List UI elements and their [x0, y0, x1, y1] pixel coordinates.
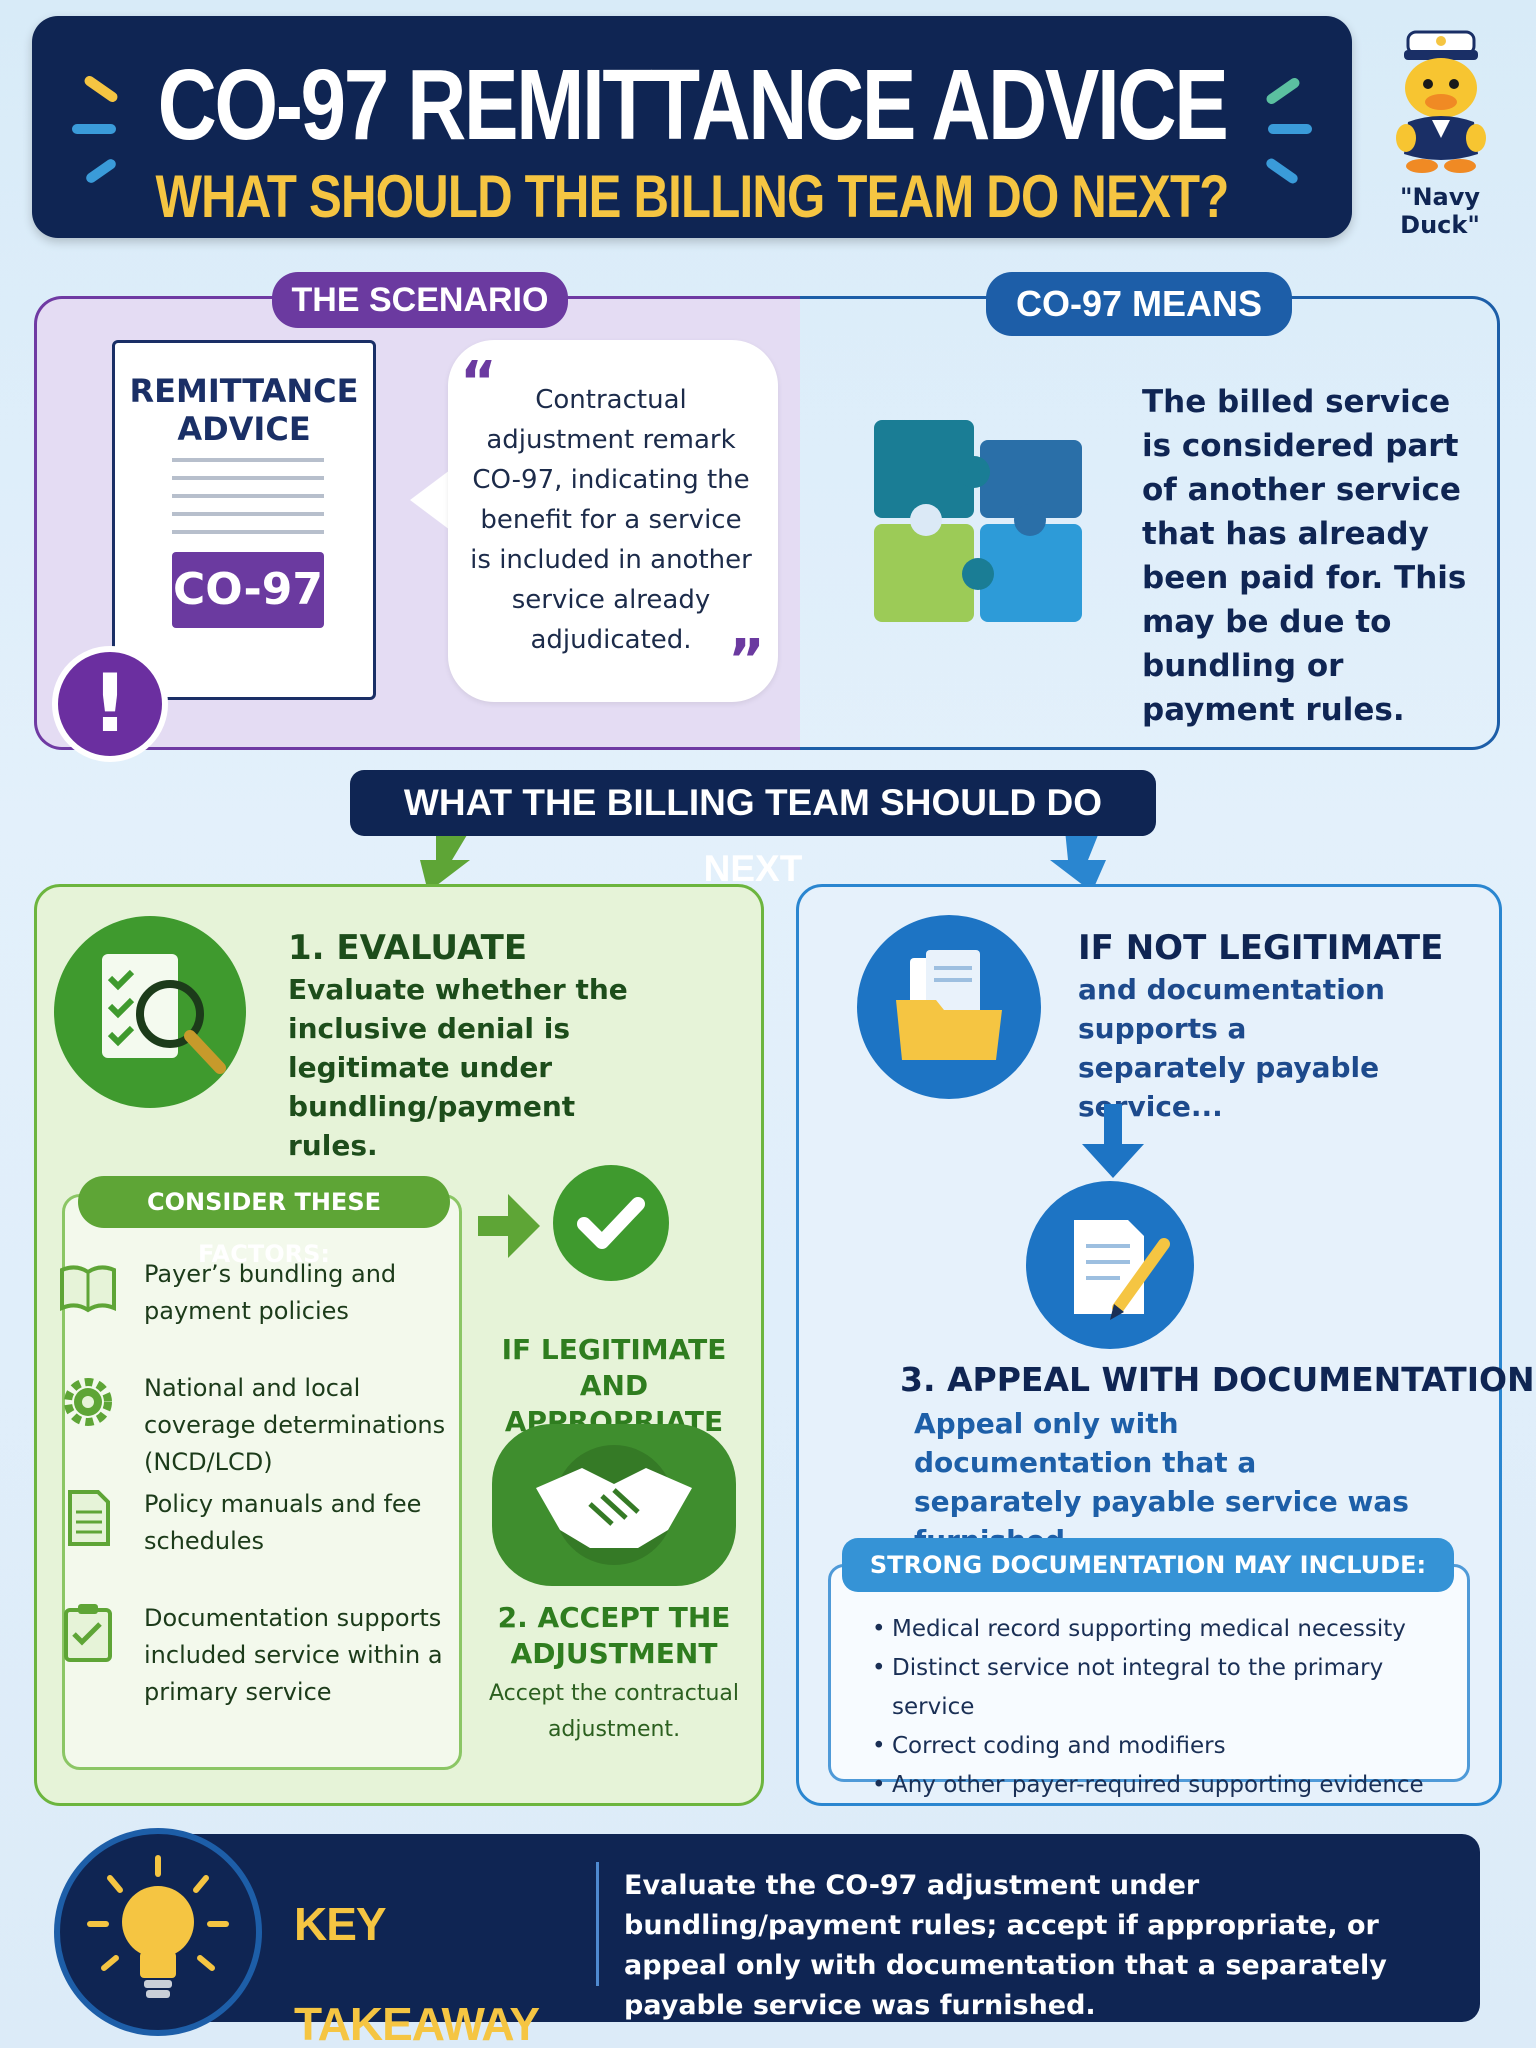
accept-title: 2. ACCEPT THE ADJUSTMENT	[497, 1601, 731, 1670]
checklist-magnifier-icon	[54, 916, 246, 1108]
takeaway-text: Evaluate the CO-97 adjustment under bund…	[624, 1870, 1387, 2021]
document-icon	[68, 1490, 110, 1546]
lightbulb-icon	[87, 1855, 229, 1998]
burst-line-icon	[1264, 156, 1300, 186]
clipboard-check-icon	[64, 1604, 112, 1662]
factor-item: Payer’s bundling and payment policies	[144, 1260, 397, 1325]
documentation-list: Medical record supporting medical necess…	[872, 1610, 1462, 1805]
takeaway-banner	[120, 1834, 1480, 2022]
burst-line-icon	[72, 124, 116, 134]
not-legitimate-description: and documentation supports a separately …	[1078, 973, 1385, 1123]
alert-icon: !	[52, 646, 168, 762]
quote-close-icon: ”	[728, 628, 765, 693]
mascot-caption: "Navy Duck"	[1399, 183, 1481, 239]
right-arrow-icon	[478, 1194, 540, 1258]
document-title: REMITTANCE ADVICE	[129, 372, 359, 448]
list-item: Any other payer-required supporting evid…	[872, 1766, 1462, 1805]
list-item: Distinct service not integral to the pri…	[872, 1649, 1462, 1727]
takeaway-label: KEY TAKEAWAY	[294, 1898, 540, 2048]
down-arrow-icon	[1082, 1104, 1144, 1178]
puzzle-icon	[874, 420, 1082, 622]
factor-item: Policy manuals and fee schedules	[144, 1490, 422, 1555]
gear-icon	[64, 1378, 112, 1426]
burst-line-icon	[82, 74, 120, 104]
checkmark-icon	[553, 1165, 669, 1281]
speech-bubble	[448, 340, 778, 702]
accept-description: Accept the contractual adjustment.	[489, 1681, 739, 1742]
header-banner: CO-97 REMITTANCE ADVICE WHAT SHOULD THE …	[32, 16, 1352, 238]
burst-line-icon	[1264, 76, 1302, 106]
handshake-icon	[492, 1424, 736, 1586]
factors-label: CONSIDER THESE FACTORS:	[78, 1176, 450, 1268]
lightbulb-badge	[54, 1828, 262, 2036]
appeal-description: Appeal only with documentation that a se…	[914, 1407, 1409, 1557]
evaluate-title: 1. EVALUATE	[288, 928, 528, 968]
quote-open-icon: “	[460, 350, 497, 415]
means-label: CO-97 MEANS	[986, 272, 1292, 336]
scenario-quote: Contractual adjustment remark CO-97, ind…	[470, 385, 752, 655]
document-line	[172, 512, 324, 516]
burst-line-icon	[84, 157, 118, 185]
page-title: CO-97 REMITTANCE ADVICE	[157, 49, 1229, 161]
not-legitimate-title: IF NOT LEGITIMATE	[1078, 928, 1444, 968]
document-line	[172, 458, 324, 462]
book-icon	[60, 1265, 116, 1313]
means-description: The billed service is considered part of…	[1142, 384, 1467, 728]
remittance-document-icon	[112, 340, 376, 700]
factors-box	[62, 1194, 462, 1770]
document-pencil-icon	[1026, 1181, 1194, 1349]
appeal-title: 3. APPEAL WITH DOCUMENTATION	[900, 1360, 1535, 1399]
page-subtitle: WHAT SHOULD THE BILLING TEAM DO NEXT?	[155, 163, 1230, 230]
folder-icon	[857, 915, 1041, 1099]
factor-item: Documentation supports included service …	[144, 1604, 443, 1706]
document-line	[172, 476, 324, 480]
next-steps-label: WHAT THE BILLING TEAM SHOULD DO NEXT	[350, 770, 1156, 889]
scenario-label: THE SCENARIO	[272, 272, 568, 328]
document-line	[172, 494, 324, 498]
divider	[596, 1862, 599, 1986]
branch-arrows-icon	[420, 820, 1106, 892]
remark-code-badge: CO-97	[172, 552, 324, 628]
factor-item: National and local coverage determinatio…	[144, 1374, 446, 1476]
navy-duck-mascot-icon	[1396, 30, 1486, 173]
evaluate-description: Evaluate whether the inclusive denial is…	[288, 973, 628, 1162]
speech-bubble-tail	[410, 470, 450, 530]
list-item: Correct coding and modifiers	[872, 1727, 1462, 1766]
burst-line-icon	[1268, 124, 1312, 134]
list-item: Medical record supporting medical necess…	[872, 1610, 1462, 1649]
document-line	[172, 530, 324, 534]
documentation-label: STRONG DOCUMENTATION MAY INCLUDE:	[842, 1538, 1454, 1592]
